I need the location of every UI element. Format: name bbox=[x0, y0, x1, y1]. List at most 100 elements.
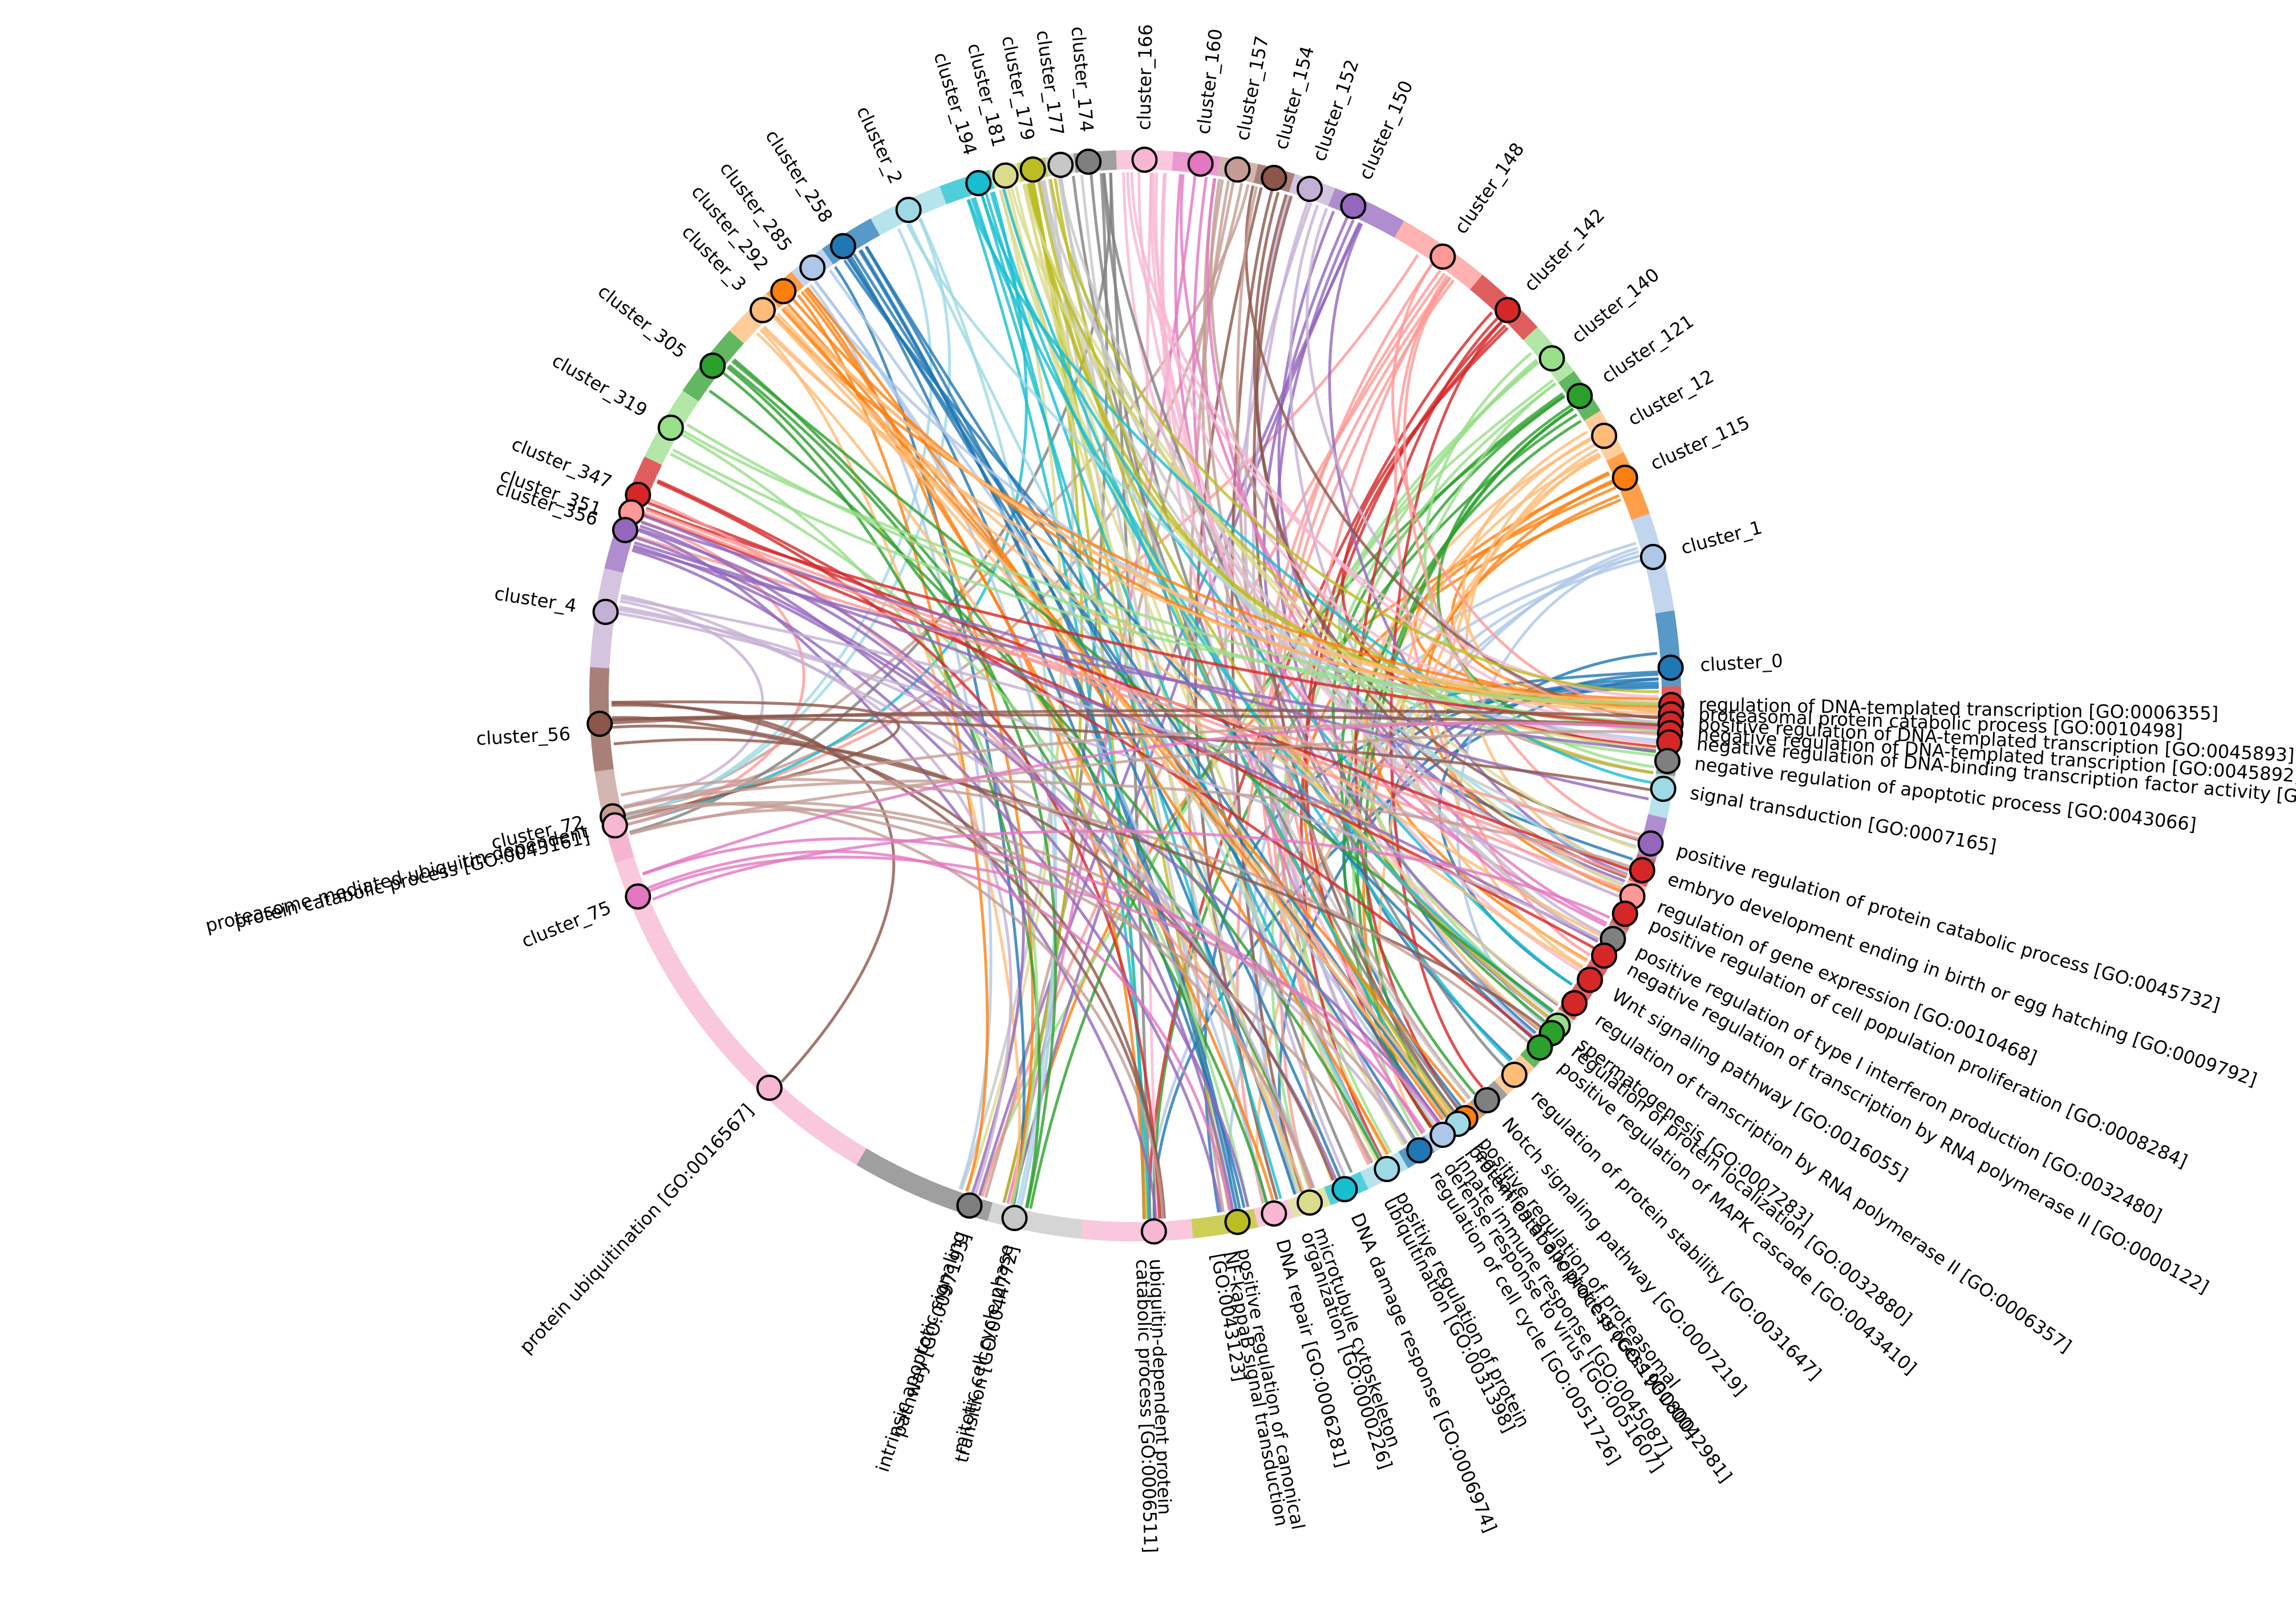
cluster-node bbox=[830, 233, 856, 259]
node-labels: cluster_0cluster_1cluster_115cluster_12c… bbox=[203, 24, 2296, 1553]
cluster-node bbox=[657, 415, 684, 441]
go-term-node bbox=[1224, 1208, 1251, 1235]
cluster-node bbox=[699, 352, 726, 379]
chord-link bbox=[1414, 472, 1659, 700]
chord-link bbox=[645, 508, 1628, 877]
chord-link bbox=[776, 312, 1451, 1115]
chord-link bbox=[649, 855, 1439, 1124]
go-term-node bbox=[1430, 1122, 1456, 1148]
go-term-node bbox=[1654, 748, 1681, 774]
go-term-node bbox=[1577, 967, 1603, 993]
cluster-label: cluster_157 bbox=[1232, 34, 1273, 143]
chord-link bbox=[632, 546, 1657, 752]
go-term-node bbox=[1591, 942, 1618, 969]
ring-segment bbox=[665, 963, 866, 1165]
chord-link bbox=[625, 802, 1164, 1219]
chord-link bbox=[1403, 277, 1641, 836]
chord-link bbox=[1137, 172, 1581, 973]
chord-link bbox=[1389, 320, 1503, 1089]
chord-link bbox=[1390, 559, 1642, 1037]
go-term-node bbox=[1331, 1176, 1358, 1203]
ring-segment bbox=[1655, 610, 1681, 687]
cluster-node bbox=[1566, 383, 1593, 409]
chord-link bbox=[1023, 184, 1623, 888]
chord-links bbox=[612, 172, 1659, 1219]
cluster-node bbox=[1430, 244, 1456, 270]
chord-link bbox=[1362, 437, 1593, 1030]
cluster-node bbox=[612, 517, 638, 543]
cluster-node bbox=[1224, 156, 1251, 183]
chord-link bbox=[981, 194, 1573, 986]
go-term-node bbox=[1374, 1156, 1400, 1182]
chord-link bbox=[1010, 186, 1637, 850]
chord-link bbox=[635, 535, 1639, 841]
cluster-label: cluster_75 bbox=[519, 896, 614, 952]
go-term-label: protein catabolic process [GO:0043161] bbox=[232, 826, 592, 932]
chord-link bbox=[847, 257, 1342, 1178]
cluster-label: cluster_166 bbox=[1133, 24, 1156, 131]
chord-link bbox=[1299, 320, 1503, 1159]
go-term-label: positive regulation of protein catabolic… bbox=[1674, 839, 2222, 1016]
ring-segment bbox=[1328, 188, 1404, 238]
go-term-label: protein ubiquitination [GO:0016567] bbox=[515, 1099, 758, 1358]
cluster-node bbox=[1187, 151, 1214, 177]
chord-link bbox=[613, 738, 1335, 1181]
cluster-label: cluster_142 bbox=[1520, 204, 1609, 295]
chord-link bbox=[728, 364, 1058, 1208]
chord-link bbox=[612, 724, 1164, 1219]
cluster-node bbox=[1075, 148, 1102, 175]
cluster-label: cluster_305 bbox=[594, 281, 691, 363]
go-term-node bbox=[956, 1192, 983, 1219]
chord-link bbox=[642, 721, 1658, 875]
chord-link bbox=[647, 501, 1630, 871]
cluster-node bbox=[992, 162, 1019, 189]
chord-link bbox=[1328, 223, 1628, 876]
chord-link bbox=[612, 716, 1542, 1028]
chord-link bbox=[647, 850, 1232, 1211]
cluster-label: cluster_152 bbox=[1308, 56, 1363, 164]
cluster-label: cluster_0 bbox=[1700, 650, 1784, 676]
chord-link bbox=[906, 224, 1629, 873]
go-term-node bbox=[1501, 1061, 1528, 1088]
cluster-node bbox=[1047, 152, 1074, 178]
chord-link bbox=[1256, 194, 1639, 842]
cluster-node bbox=[625, 883, 651, 910]
go-term-node bbox=[1629, 857, 1655, 883]
chord-link bbox=[621, 778, 1529, 1043]
cluster-label: cluster_12 bbox=[1624, 365, 1717, 429]
cluster-node bbox=[1019, 156, 1046, 183]
chord-link bbox=[626, 801, 1415, 1140]
chord-link bbox=[1028, 182, 1550, 1018]
chord-link bbox=[1289, 204, 1603, 935]
cluster-node bbox=[965, 170, 992, 197]
cluster-label: cluster_121 bbox=[1598, 310, 1698, 387]
cluster-node bbox=[1261, 165, 1287, 191]
cluster-node bbox=[1131, 147, 1158, 173]
chord-link bbox=[672, 448, 1659, 706]
cluster-label: cluster_150 bbox=[1354, 77, 1417, 182]
cluster-node bbox=[1297, 176, 1323, 202]
go-term-node bbox=[1473, 1087, 1500, 1114]
chord-link bbox=[643, 514, 1234, 1211]
chord-link bbox=[966, 199, 1151, 1219]
go-term-node bbox=[1561, 990, 1588, 1017]
chord-link bbox=[612, 700, 900, 821]
chord-link bbox=[681, 433, 1039, 1206]
cluster-label: cluster_56 bbox=[476, 723, 571, 750]
chord-link bbox=[1209, 178, 1654, 774]
chord-link bbox=[618, 608, 1315, 1188]
cluster-node bbox=[799, 254, 826, 281]
chord-link bbox=[686, 423, 1658, 725]
cluster-label: cluster_177 bbox=[1032, 29, 1068, 137]
go-term-node bbox=[601, 812, 628, 839]
chord-link bbox=[629, 808, 1315, 1189]
ring-segment bbox=[856, 1148, 971, 1215]
go-term-node bbox=[1261, 1200, 1287, 1227]
go-term-node bbox=[1526, 1034, 1553, 1061]
chord-link bbox=[756, 332, 1305, 1192]
chord-link bbox=[1206, 178, 1599, 941]
go-term-node bbox=[756, 1074, 783, 1101]
chord-link bbox=[1130, 172, 1658, 736]
chord-link bbox=[652, 830, 1610, 919]
cluster-node bbox=[586, 711, 613, 737]
